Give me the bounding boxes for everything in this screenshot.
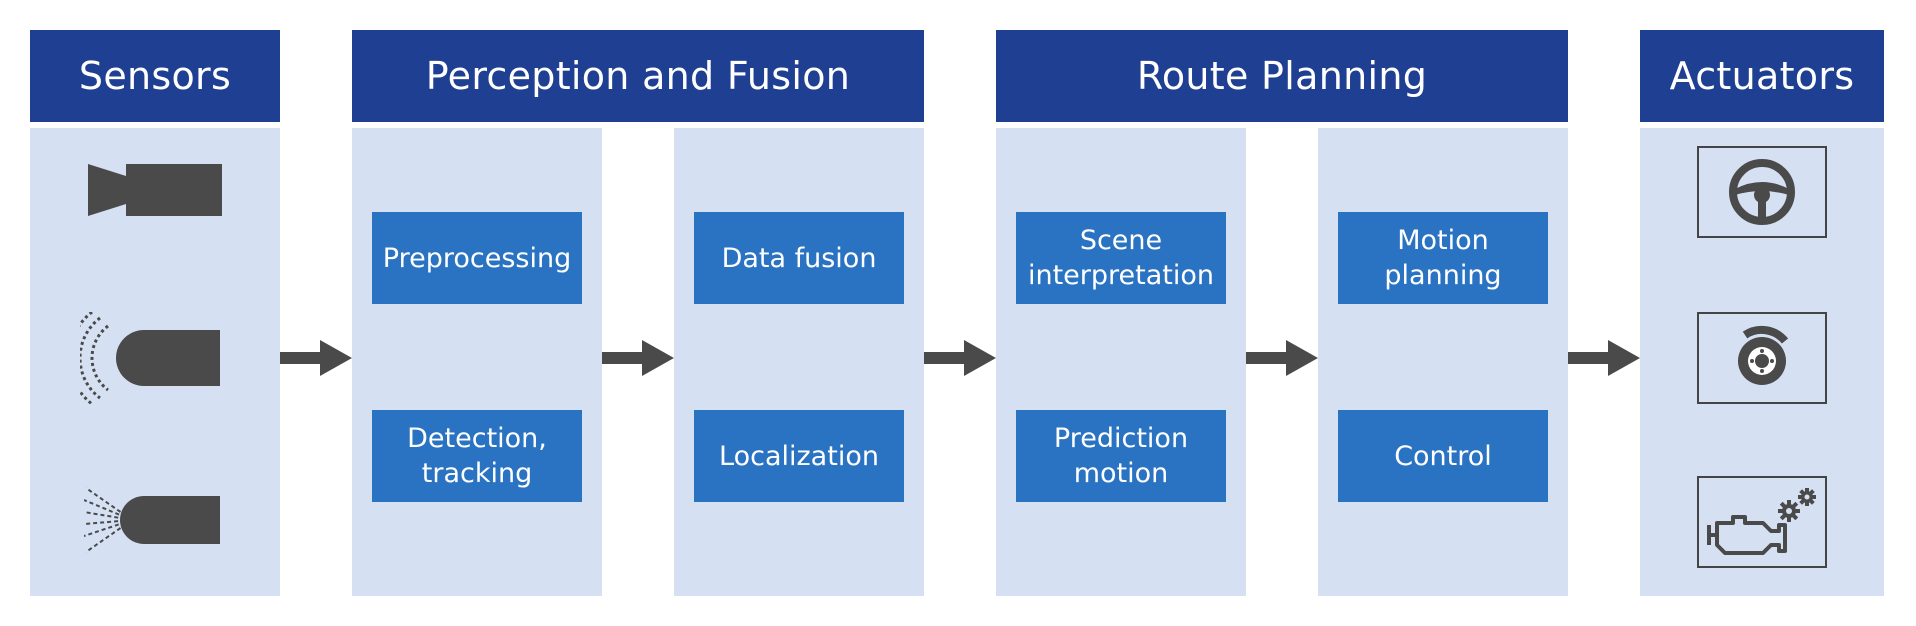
steering-actuator xyxy=(1697,146,1827,238)
preprocessing-column xyxy=(352,128,602,596)
right-arrow-icon xyxy=(1246,340,1318,376)
engine-actuator xyxy=(1697,476,1827,568)
radar-icon xyxy=(80,312,220,404)
motion-planning-box: Motion planning xyxy=(1338,212,1548,304)
sensors-header: Sensors xyxy=(30,30,280,122)
brake-disc-icon xyxy=(1738,325,1789,385)
detection-tracking-box: Detection, tracking xyxy=(372,410,582,502)
preprocessing-box: Preprocessing xyxy=(372,212,582,304)
engine-icon xyxy=(1707,488,1816,555)
localization-box: Localization xyxy=(694,410,904,502)
right-arrow-icon xyxy=(924,340,996,376)
scene-column xyxy=(996,128,1246,596)
scene-interpretation-box: Scene interpretation xyxy=(1016,212,1226,304)
right-arrow-icon xyxy=(280,340,352,376)
prediction-motion-box: Prediction motion xyxy=(1016,410,1226,502)
right-arrow-icon xyxy=(602,340,674,376)
lidar-icon xyxy=(84,487,220,553)
camera-icon xyxy=(88,164,222,216)
steering-wheel-icon xyxy=(1729,159,1795,225)
perception-header: Perception and Fusion xyxy=(352,30,924,122)
route-planning-header: Route Planning xyxy=(996,30,1568,122)
brake-actuator xyxy=(1697,312,1827,404)
fusion-column xyxy=(674,128,924,596)
actuators-header: Actuators xyxy=(1640,30,1884,122)
control-box: Control xyxy=(1338,410,1548,502)
right-arrow-icon xyxy=(1568,340,1640,376)
motion-column xyxy=(1318,128,1568,596)
data-fusion-box: Data fusion xyxy=(694,212,904,304)
